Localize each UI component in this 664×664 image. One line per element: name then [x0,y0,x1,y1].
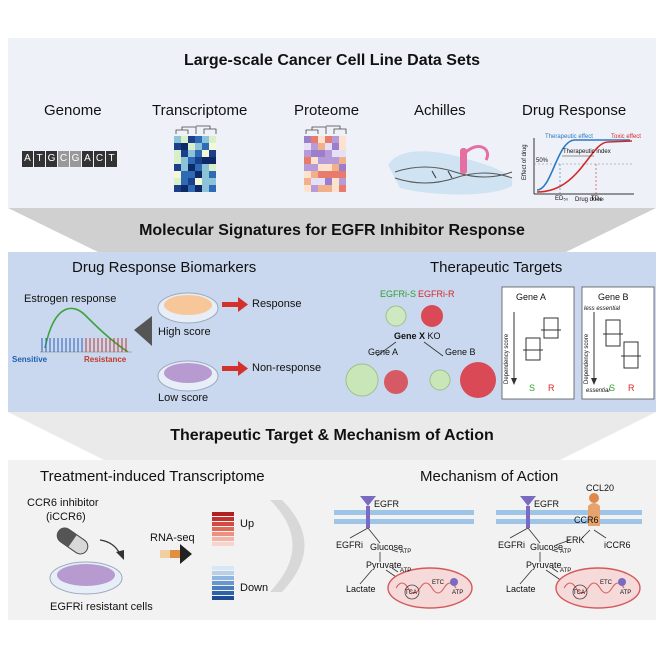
atp-label-2: ATP [400,568,412,574]
iccr6-label: iCCR6 [604,540,631,550]
section2-title: Molecular Signatures for EGFR Inhibitor … [139,222,525,239]
high-score-label: High score [158,326,211,338]
base-tile: C [94,151,105,167]
inhibitor-abbr-label: (iCCR6) [46,511,86,523]
biomarkers-title: Drug Response Biomarkers [72,259,257,276]
base-tile: G [46,151,57,167]
gene-x-ko-label: Gene X KO [394,331,441,341]
moa-title: Mechanism of Action [420,468,559,485]
atp-label-3: ATP [452,590,464,596]
essential-label: essential [586,388,610,394]
up-label: Up [240,518,255,530]
td50-label: TD₅₀ [591,196,604,202]
targets-title: Therapeutic Targets [430,259,563,276]
pyruvate-label: Pyruvate [366,560,402,570]
egfri-label: EGFRi [336,540,363,550]
toxic-effect-label: Toxic effect [611,134,641,140]
non-response-label: Non-response [252,362,322,374]
boxplot-title-gene-a: Gene A [516,292,547,302]
egfr-label: EGFR [374,499,400,509]
egfri-s-label: EGFRi-S [380,289,416,299]
category-achilles: Achilles [414,102,466,119]
treatment-title: Treatment-induced Transcriptome [40,468,265,485]
egfri-r-label: EGFRi-R [418,289,455,299]
low-score-label: Low score [158,392,209,404]
gene-a-s-label: S [529,383,536,393]
section3-title: Therapeutic Target & Mechanism of Action [170,427,494,444]
resistance-label: Resistance [84,355,127,364]
gene-x-label: Gene X [394,331,426,341]
lactate-label-right: Lactate [506,584,536,594]
category-drug-response: Drug Response [522,102,627,119]
therapeutic-index-label: Therapeutic index [563,149,611,155]
estrogen-response-label: Estrogen response [24,293,117,305]
x-axis-label: Drug dose [575,197,603,203]
base-tile: T [34,151,45,167]
ccl20-label: CCL20 [586,483,615,493]
etc-label: ETC [432,580,444,586]
base-tile: T [106,151,117,167]
gene-b-r-label: R [628,383,635,393]
section1-title: Large-scale Cancer Cell Line Data Sets [183,52,481,69]
lactate-label: Lactate [346,584,376,594]
glucose-label: Glucose [370,542,404,552]
boxplot-title-gene-b: Gene B [598,292,629,302]
pyruvate-label-right: Pyruvate [526,560,562,570]
category-genome: Genome [44,102,102,119]
funnel-shape-2 [8,412,656,460]
atp-label-right-1: ATP [560,549,572,555]
genome-sequence: A T G C G A C T [22,151,117,167]
atp-label-1: ATP [400,549,412,555]
dependency-label-b: Dependency score [584,333,590,384]
funnel-shape-1 [8,208,656,252]
category-proteome: Proteome [294,102,360,119]
y-axis-label: Effect of drug [522,144,528,180]
down-label: Down [240,582,269,594]
sensitive-label: Sensitive [12,355,48,364]
base-tile: C [58,151,69,167]
category-transcriptome: Transcriptome [152,102,248,119]
base-tile: A [22,151,33,167]
response-label: Response [252,298,302,310]
rnaseq-label: RNA-seq [150,532,195,544]
atp-label-right-2: ATP [560,568,572,574]
gene-a-r-label: R [548,383,555,393]
tca-label-right: TCA [573,590,585,596]
egfri-label-right: EGFRi [498,540,525,550]
inhibitor-label: CCR6 inhibitor [27,497,99,509]
ed50-label: ED₅₀ [555,196,569,202]
fifty-pct-label: 50% [536,158,549,164]
resistant-cells-label: EGFRi resistant cells [50,601,153,613]
tca-label: TCA [405,590,417,596]
base-tile: A [82,151,93,167]
gene-a-cell-label: Gene A [368,347,399,357]
less-essential-label: less essential [584,306,621,312]
dependency-label-a: Dependency score [504,333,510,384]
erk-label: ERK [566,535,585,545]
glucose-label-right: Glucose [530,542,564,552]
gene-b-s-label: S [609,383,616,393]
etc-label-right: ETC [600,580,612,586]
therapeutic-effect-label: Therapeutic effect [545,134,593,140]
ccr6-label: CCR6 [574,515,599,525]
egfr-label-right: EGFR [534,499,560,509]
base-tile: G [70,151,81,167]
gene-b-cell-label: Gene B [445,347,476,357]
section2-panel [8,252,656,412]
ko-label: KO [427,331,441,341]
atp-label-right-3: ATP [620,590,632,596]
